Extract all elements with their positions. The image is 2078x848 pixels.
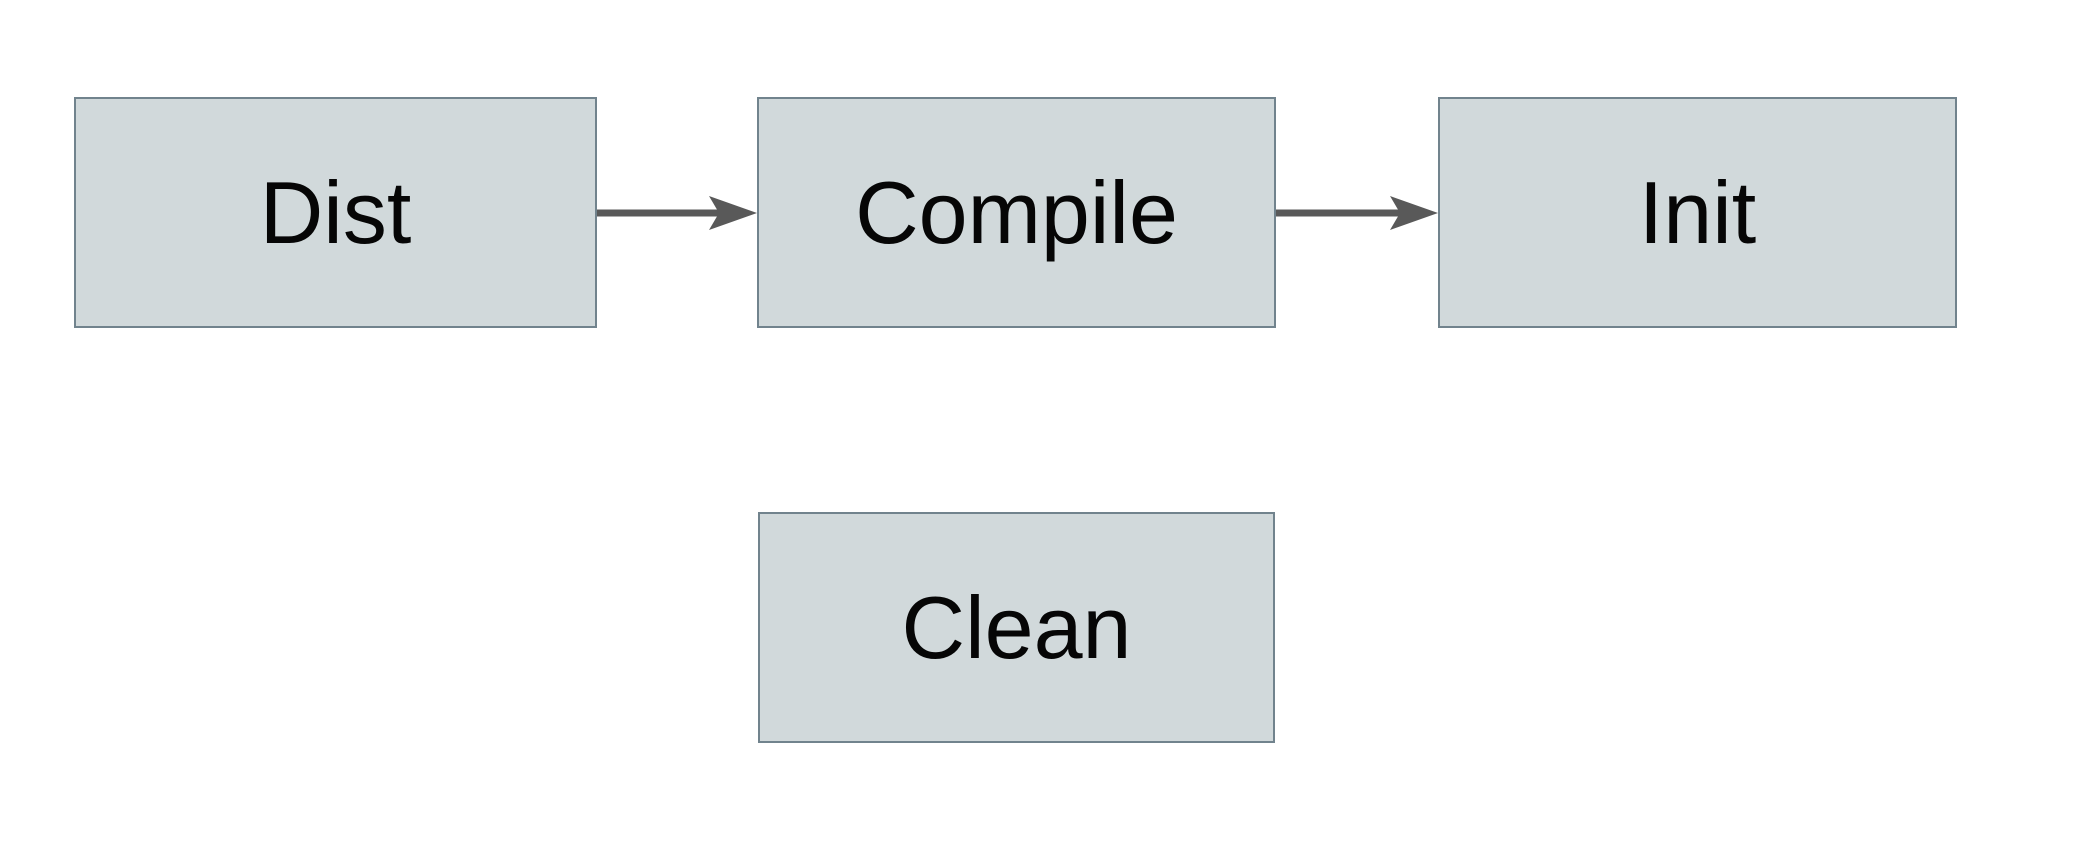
arrow-compile-to-init-icon (1276, 196, 1438, 230)
node-compile-label: Compile (855, 162, 1178, 262)
node-compile: Compile (757, 97, 1276, 328)
node-dist: Dist (74, 97, 597, 328)
node-init-label: Init (1638, 162, 1757, 262)
node-clean: Clean (758, 512, 1275, 743)
arrow-dist-to-compile-icon (597, 196, 757, 230)
node-clean-label: Clean (901, 577, 1132, 677)
node-dist-label: Dist (259, 162, 412, 262)
node-init: Init (1438, 97, 1957, 328)
